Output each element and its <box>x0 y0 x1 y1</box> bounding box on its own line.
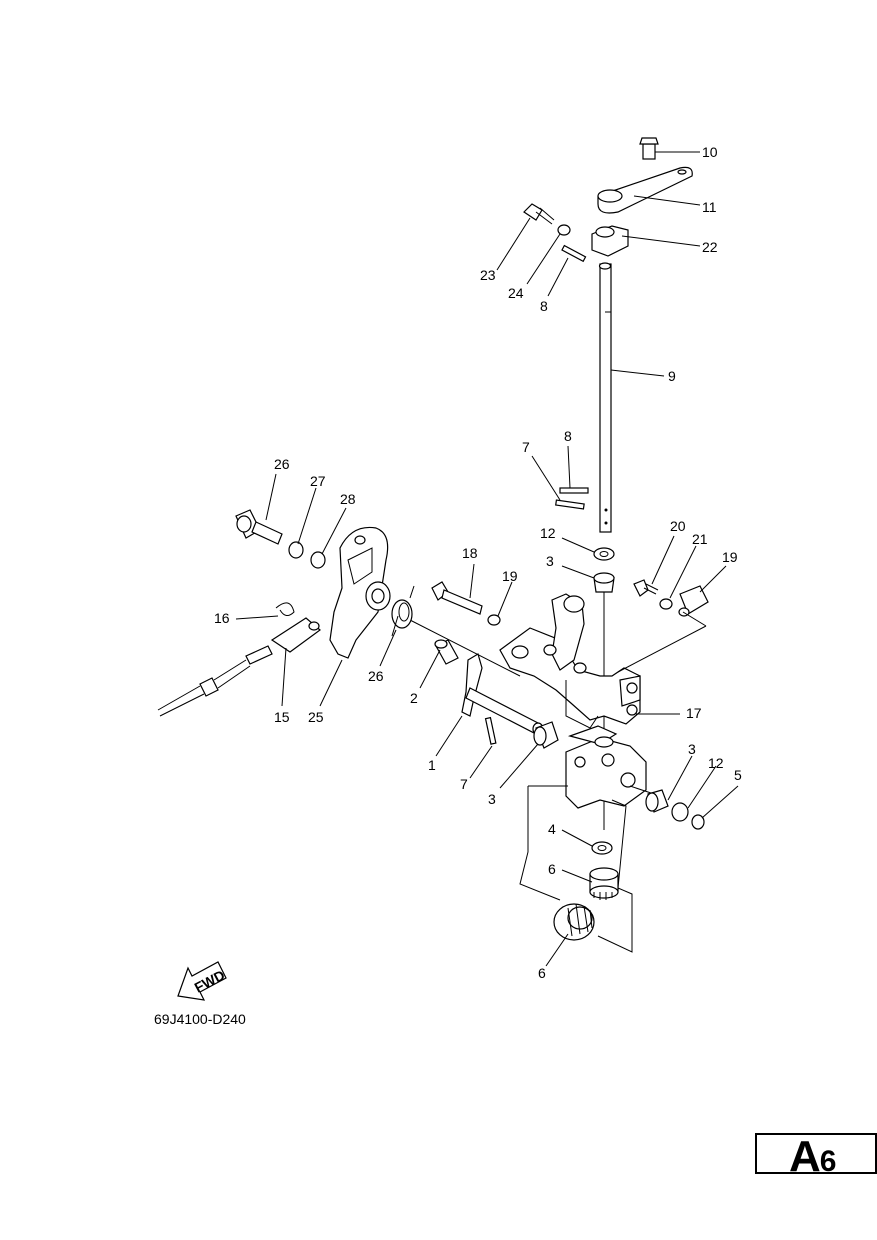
callout-3-lower: 3 <box>488 791 496 807</box>
callout-9: 9 <box>668 368 676 384</box>
pin-8-lower <box>559 487 589 494</box>
collar-3-left <box>533 721 559 749</box>
callout-22: 23 <box>480 267 496 283</box>
callout-8-upper: 8 <box>540 298 548 314</box>
gear-6-lower <box>553 903 595 941</box>
section-number: 6 <box>819 1145 837 1178</box>
section-letter: A <box>789 1132 821 1181</box>
washer-12-right <box>671 802 689 822</box>
callout-11: 10 <box>702 144 718 160</box>
callout-3-right: 3 <box>688 741 696 757</box>
callout-26: 26 <box>274 456 290 472</box>
bracket-21 <box>591 225 629 257</box>
callout-4: 4 <box>548 821 556 837</box>
clip-18 <box>678 585 709 617</box>
spring-25 <box>391 585 415 637</box>
callout-20: 21 <box>692 531 708 547</box>
callout-6-upper: 6 <box>548 861 556 877</box>
callout-14: 16 <box>214 610 230 626</box>
callout-18: 19 <box>722 549 738 565</box>
lower-housing <box>565 725 661 809</box>
callout-27: 27 <box>310 473 326 489</box>
leader-lines <box>235 151 739 967</box>
callout-16: 18 <box>462 545 478 561</box>
washer-23 <box>557 224 571 236</box>
callout-21: 22 <box>702 239 718 255</box>
shaft-9 <box>598 262 612 533</box>
washer-20 <box>659 598 673 610</box>
lever-24 <box>329 526 391 659</box>
cable-end-13 <box>270 617 321 653</box>
pin-7-upper <box>555 499 585 510</box>
callout-25: 26 <box>368 668 384 684</box>
bolt-11 <box>639 137 659 160</box>
cable <box>157 645 273 717</box>
callout-12-upper: 12 <box>540 525 556 541</box>
bolt-22 <box>523 203 555 225</box>
bolt-19 <box>633 579 659 597</box>
callout-5: 5 <box>734 767 742 783</box>
drawing-code: 69J4100-D240 <box>154 1011 246 1027</box>
stud-2 <box>434 639 459 665</box>
gear-6-upper <box>589 867 619 900</box>
washer-4 <box>591 841 613 855</box>
pin-8-upper <box>561 244 587 263</box>
callout-8-lower: 8 <box>564 428 572 444</box>
callout-labels: 10 11 22 23 24 8 9 8 7 12 3 20 21 19 17 … <box>214 144 742 981</box>
bracket-15 <box>499 593 641 729</box>
washer-28 <box>310 551 326 569</box>
callout-1: 1 <box>428 757 436 773</box>
washer-17 <box>487 614 501 626</box>
callout-13: 15 <box>274 709 290 725</box>
callout-7-upper: 7 <box>522 439 530 455</box>
callout-2: 2 <box>410 690 418 706</box>
pin-7-lower <box>484 716 497 745</box>
callout-23: 24 <box>508 285 524 301</box>
arm-10 <box>597 166 693 214</box>
section-badge: A6 <box>755 1132 877 1181</box>
callout-17: 19 <box>502 568 518 584</box>
bolt-26 <box>235 509 283 545</box>
collar-3-top <box>593 572 615 593</box>
callout-19: 20 <box>670 518 686 534</box>
collar-3-right <box>645 789 669 813</box>
callout-28: 28 <box>340 491 356 507</box>
washer-12-top <box>593 547 615 561</box>
callout-10: 11 <box>702 199 717 215</box>
callout-7-lower: 7 <box>460 776 468 792</box>
clip-5 <box>691 814 705 830</box>
washer-27 <box>288 541 304 559</box>
callout-6-lower: 6 <box>538 965 546 981</box>
callout-24: 25 <box>308 709 324 725</box>
callout-12-right: 12 <box>708 755 724 771</box>
fwd-arrow: FWD <box>177 961 227 1001</box>
callout-15: 17 <box>686 705 702 721</box>
clip-14 <box>275 602 295 616</box>
callout-3-upper: 3 <box>546 553 554 569</box>
bolt-16 <box>431 581 483 615</box>
